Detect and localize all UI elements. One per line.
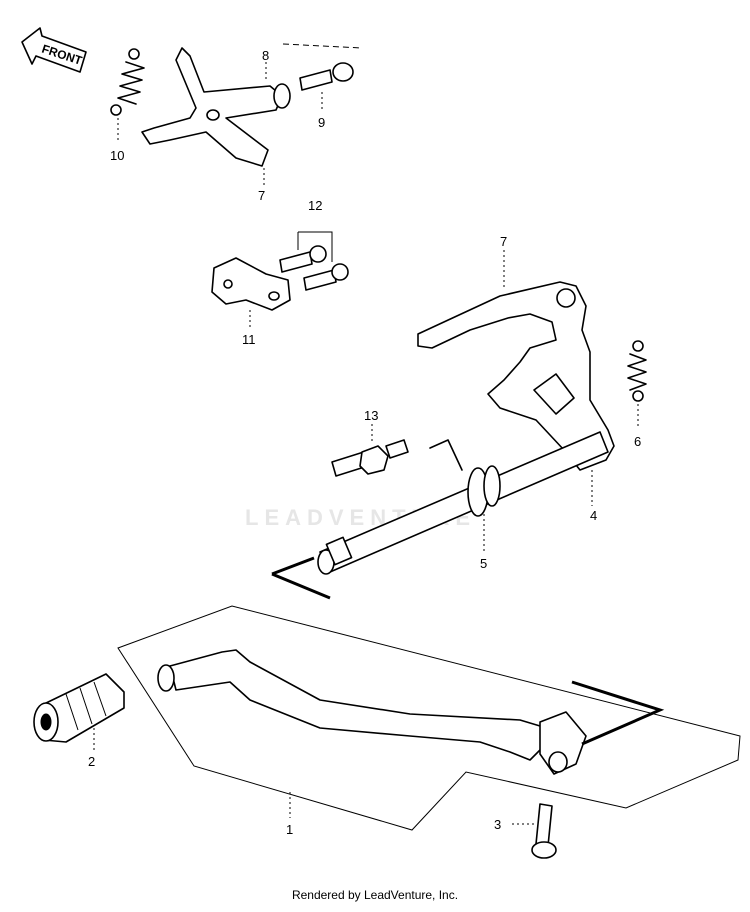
collar-5-icon: [429, 439, 501, 517]
shift-pedal-1-icon: [157, 649, 587, 775]
callout-12: 12: [308, 198, 322, 213]
bolt-3-icon: [531, 803, 557, 859]
plate-11-icon: [211, 257, 291, 311]
callout-8: 8: [262, 48, 269, 63]
bolt-12b-icon: [303, 263, 349, 291]
callout-4: 4: [590, 508, 597, 523]
shift-arm-7-icon: [417, 281, 615, 471]
shift-shaft-4-icon: [317, 431, 609, 575]
callouts: 1 2 3 4 5 6 7 7 8 9 10 11 12 13: [88, 48, 641, 837]
spring-6-icon: [627, 340, 647, 402]
reference-frame: [117, 605, 741, 831]
callout-13: 13: [364, 408, 378, 423]
reference-bracket-shaft: [271, 556, 331, 600]
callout-9: 9: [318, 115, 325, 130]
callout-10: 10: [110, 148, 124, 163]
render-credit: Rendered by LeadVenture, Inc.: [291, 888, 459, 902]
pedal-rubber-2-icon: [33, 673, 125, 743]
callout-11: 11: [242, 332, 256, 347]
bracket-7-upper-icon: [141, 47, 291, 167]
callout-6: 6: [634, 434, 641, 449]
callout-2: 2: [88, 754, 95, 769]
reference-line: [282, 43, 363, 49]
reference-bracket-pedal: [571, 680, 665, 746]
callout-1: 1: [286, 822, 293, 837]
spring-10-icon: [110, 48, 145, 116]
callout-7-upper: 7: [258, 188, 265, 203]
front-arrow-icon: FRONT: [21, 27, 87, 73]
bolt-12a-icon: [279, 245, 327, 273]
bolt-13-icon: [331, 439, 409, 477]
bolt-9-icon: [299, 62, 354, 91]
callout-3: 3: [494, 817, 501, 832]
callout-7-main: 7: [500, 234, 507, 249]
callout-5: 5: [480, 556, 487, 571]
